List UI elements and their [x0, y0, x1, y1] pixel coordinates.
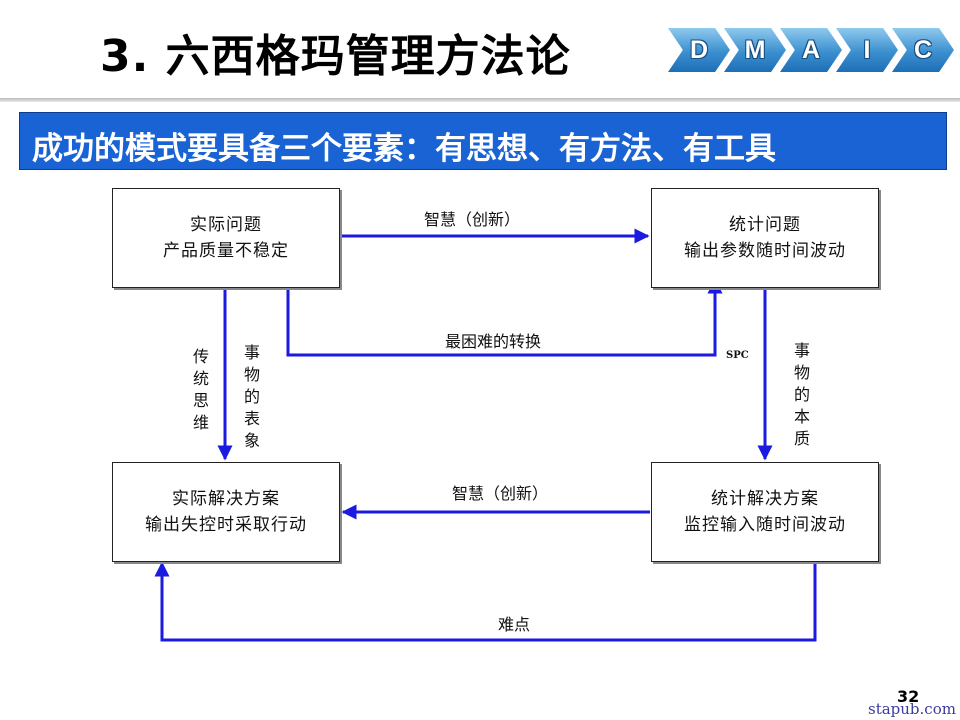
- label-hardest-conversion: 最困难的转换: [445, 332, 542, 351]
- label-spc: SPC: [726, 350, 749, 361]
- page-number: 32: [897, 687, 920, 706]
- label-traditional-thinking: 传统思维: [192, 347, 209, 432]
- subtitle-banner: 成功的模式要具备三个要素：有思想、有方法、有工具: [19, 112, 947, 170]
- box-statistical-problem: 统计问题 输出参数随时间波动: [651, 188, 879, 288]
- page-title: 3. 六西格玛管理方法论: [100, 31, 571, 82]
- box-actual-problem: 实际问题 产品质量不稳定: [112, 188, 340, 288]
- box-line: 监控输入随时间波动: [684, 515, 846, 535]
- box-line: 输出参数随时间波动: [684, 241, 846, 261]
- label-bottom-wisdom: 智慧（创新）: [452, 484, 549, 503]
- arrow-difficulty: [154, 561, 817, 642]
- label-difficulty: 难点: [498, 615, 531, 634]
- dmaic-letter: M: [744, 36, 766, 64]
- box-line: 统计解决方案: [711, 489, 819, 509]
- dmaic-step-m: M: [724, 28, 786, 72]
- dmaic-letter: D: [689, 36, 709, 64]
- label-surface: 事物的表象: [243, 343, 260, 450]
- dmaic-letter: A: [801, 36, 821, 64]
- box-line: 产品质量不稳定: [163, 241, 289, 261]
- dmaic-letter: C: [913, 36, 933, 64]
- watermark: stapub.com: [868, 700, 956, 718]
- header-divider: [0, 98, 960, 102]
- banner-text: 成功的模式要具备三个要素：有思想、有方法、有工具: [32, 131, 776, 167]
- box-line: 输出失控时采取行动: [145, 515, 307, 535]
- box-statistical-solution: 统计解决方案 监控输入随时间波动: [651, 462, 879, 562]
- box-line: 实际解决方案: [172, 489, 280, 509]
- box-line: 实际问题: [190, 215, 262, 235]
- box-line: 统计问题: [729, 215, 801, 235]
- arrow-hardest-conversion: [286, 278, 723, 357]
- dmaic-letter: I: [863, 36, 871, 64]
- box-actual-solution: 实际解决方案 输出失控时采取行动: [112, 462, 340, 562]
- label-top-wisdom: 智慧（创新）: [424, 210, 521, 229]
- dmaic-step-c: C: [892, 28, 954, 72]
- label-essence: 事物的本质: [793, 341, 810, 448]
- dmaic-chevrons: D M A I C: [668, 28, 954, 72]
